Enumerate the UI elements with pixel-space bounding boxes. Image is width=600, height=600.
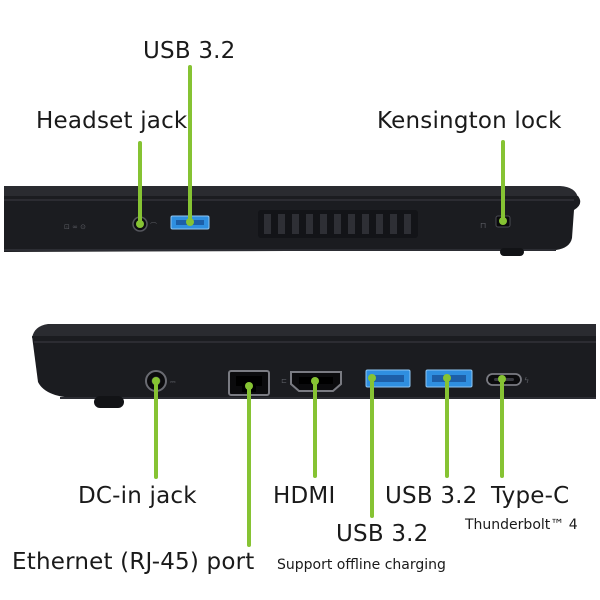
label-usb-bottom-left: USB 3.2 bbox=[336, 521, 429, 547]
vent-slot bbox=[334, 214, 341, 234]
vent-slot bbox=[376, 214, 383, 234]
vent-slot bbox=[320, 214, 327, 234]
vent-slot bbox=[390, 214, 397, 234]
vent-slot bbox=[278, 214, 285, 234]
vent-slot bbox=[292, 214, 299, 234]
callout-lines-top bbox=[138, 65, 505, 224]
label-usb-bottom-right: USB 3.2 bbox=[385, 483, 478, 509]
svg-text:⊏: ⊏ bbox=[281, 377, 287, 385]
label-dc-in-jack: DC-in jack bbox=[78, 483, 197, 509]
svg-text:⊓: ⊓ bbox=[480, 221, 486, 230]
label-usb-top: USB 3.2 bbox=[143, 38, 236, 64]
label-hdmi: HDMI bbox=[273, 483, 336, 509]
svg-text:ϟ: ϟ bbox=[524, 376, 529, 385]
label-offline-charging-note: Support offline charging bbox=[277, 557, 446, 573]
usb-port-bottom-left bbox=[365, 369, 411, 388]
svg-text:⌒: ⌒ bbox=[150, 222, 157, 230]
vent-slot bbox=[264, 214, 271, 234]
label-thunderbolt-note: Thunderbolt™ 4 bbox=[465, 517, 578, 533]
vent-slot bbox=[362, 214, 369, 234]
label-ethernet-port: Ethernet (RJ-45) port bbox=[12, 549, 255, 575]
vent-slot bbox=[404, 214, 411, 234]
svg-text:⎓: ⎓ bbox=[170, 378, 176, 386]
label-kensington-lock: Kensington lock bbox=[377, 108, 562, 134]
vent-slot bbox=[348, 214, 355, 234]
label-type-c: Type-C bbox=[491, 483, 570, 509]
vent-slots bbox=[264, 214, 411, 234]
label-headset-jack: Headset jack bbox=[36, 108, 188, 134]
svg-text:⊡ ∞ ⊙: ⊡ ∞ ⊙ bbox=[64, 223, 86, 231]
vent-slot bbox=[306, 214, 313, 234]
callout-lines-bottom bbox=[154, 378, 504, 547]
